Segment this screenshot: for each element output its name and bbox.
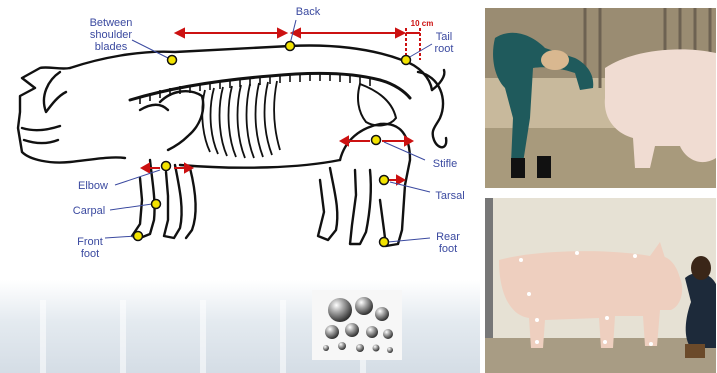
label-rear-foot: Rear foot [428, 231, 468, 255]
photo-pig-with-markers [485, 198, 716, 373]
label-line: blades [76, 41, 146, 53]
label-line: foot [70, 248, 110, 260]
marker-balls-photo [312, 290, 402, 360]
photo-person-marking-pig [485, 8, 716, 188]
label-between-shoulder-blades: Between shoulder blades [76, 17, 146, 53]
label-elbow: Elbow [70, 180, 116, 192]
label-tarsal: Tarsal [428, 190, 472, 202]
label-back: Back [288, 6, 328, 18]
label-line: root [426, 43, 462, 55]
label-ten-cm: 10 cm [402, 18, 442, 30]
label-line: Front [70, 236, 110, 248]
label-front-foot: Front foot [70, 236, 110, 260]
background-stripe [280, 300, 286, 373]
label-carpal: Carpal [66, 205, 112, 217]
background-floor [0, 280, 480, 373]
label-line: Tail [426, 31, 462, 43]
background-stripe [200, 300, 206, 373]
label-line: shoulder [76, 29, 146, 41]
label-stifle: Stifle [425, 158, 465, 170]
background-stripe [120, 300, 126, 373]
label-line: Rear [428, 231, 468, 243]
label-line: foot [428, 243, 468, 255]
label-line: Between [76, 17, 146, 29]
label-tail-root: Tail root [426, 31, 462, 55]
background-stripe [40, 300, 46, 373]
